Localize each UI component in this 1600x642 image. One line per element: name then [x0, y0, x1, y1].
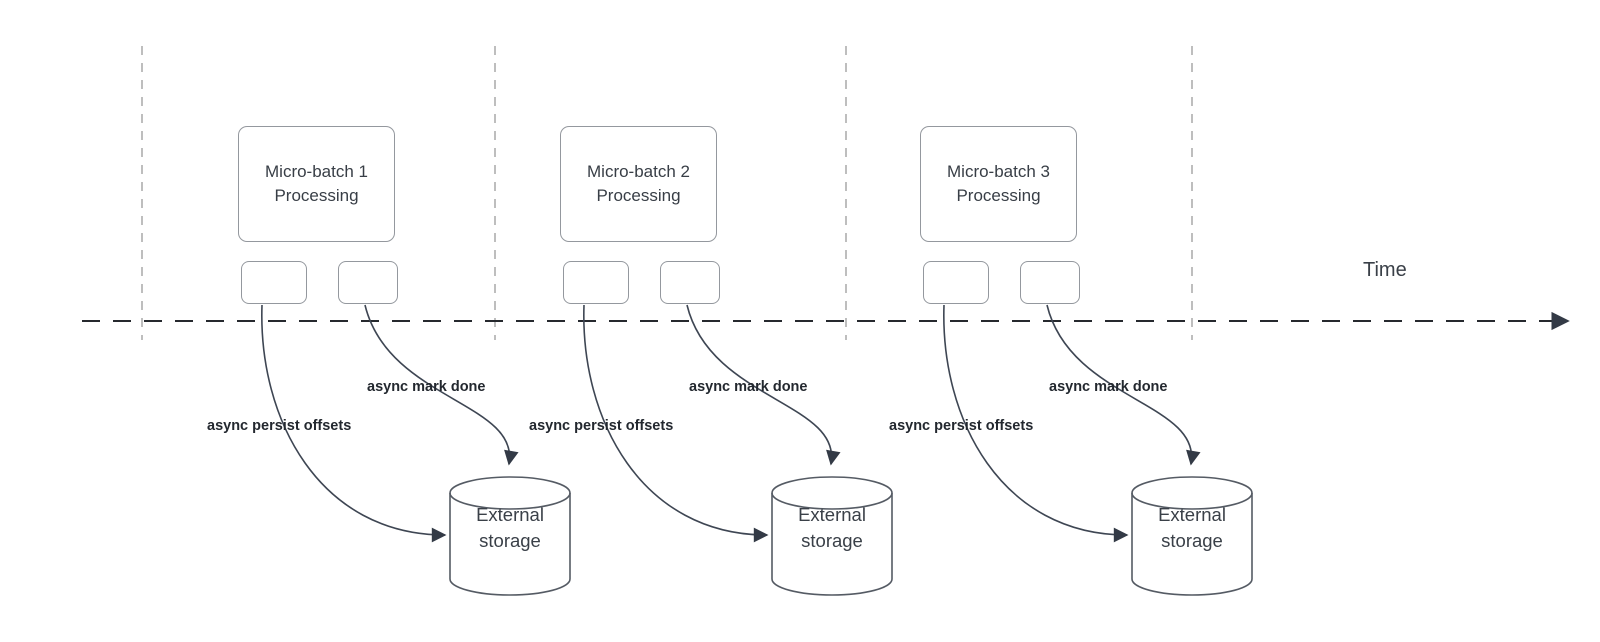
group-1-graphics	[261, 304, 571, 596]
async-mark-done-arrow	[364, 304, 519, 466]
group-2-graphics	[583, 304, 893, 596]
async-persist-offsets-arrow	[261, 304, 447, 543]
time-axis-label: Time	[1363, 259, 1407, 281]
external-storage-cylinder	[1131, 476, 1253, 596]
async-persist-offsets-arrow	[943, 304, 1129, 543]
external-storage-cylinder	[449, 476, 571, 596]
async-persist-offsets-arrow	[583, 304, 769, 543]
external-storage-cylinder-rim	[1131, 492, 1253, 510]
external-storage-cylinder	[771, 476, 893, 596]
group-3-graphics	[943, 304, 1253, 596]
async-mark-done-arrow	[1046, 304, 1201, 466]
external-storage-cylinder-rim	[449, 492, 571, 510]
external-storage-cylinder-rim	[771, 492, 893, 510]
async-mark-done-arrow	[686, 304, 841, 466]
